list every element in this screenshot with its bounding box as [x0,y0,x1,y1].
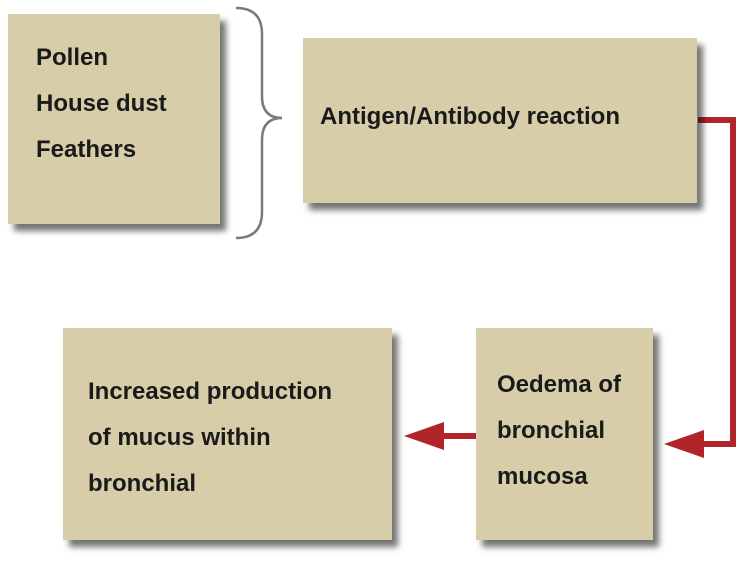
triggers-box: Pollen House dust Feathers [8,14,220,224]
mucus-production-box: Increased production of mucus within bro… [63,328,392,540]
mucus-line: of mucus within [88,424,271,451]
mucus-line: Increased production [88,378,333,405]
antigen-antibody-box: Antigen/Antibody reaction [303,38,697,203]
arrow-antigen-to-oedema-line [698,117,736,447]
oedema-line: bronchial [497,417,606,444]
oedema-box: Oedema of bronchial mucosa [476,328,653,540]
oedema-line: mucosa [497,463,588,490]
oedema-line: Oedema of [497,371,622,398]
antigen-antibody-label: Antigen/Antibody reaction [320,103,620,130]
arrow-oedema-to-mucus-head [404,422,444,450]
trigger-item: Feathers [36,136,137,163]
trigger-item: House dust [36,90,167,117]
grouping-brace [235,6,283,240]
trigger-item: Pollen [36,44,109,71]
mucus-line: bronchial [88,470,197,497]
arrow-antigen-to-oedema-head [664,430,704,458]
